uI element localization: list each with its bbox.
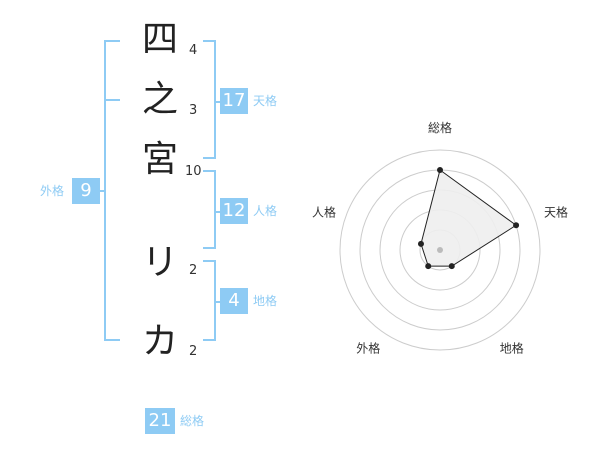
radar-axis-label-2: 天格 [544, 204, 568, 219]
gaikaku-connector [98, 190, 106, 192]
tenkaku-bracket [203, 40, 216, 159]
chikaku-label: 地格 [253, 294, 278, 308]
radar-point-4 [425, 263, 432, 270]
radar-point-2 [513, 222, 520, 229]
radar-point-1 [437, 167, 443, 173]
radar-axis-label-3: 地格 [500, 341, 524, 356]
jinkaku-connector [214, 211, 222, 213]
stroke-count-1: 4 [189, 43, 198, 58]
radar-axis-label-5: 人格 [312, 204, 336, 219]
radar-center-dot [437, 247, 443, 253]
tenkaku-label: 天格 [253, 94, 278, 108]
name-char-5: カ [141, 321, 178, 362]
radar-series-area [420, 169, 517, 267]
radar-axis-label-1: 総格 [428, 120, 452, 135]
stroke-count-4: 2 [189, 263, 198, 278]
jinkaku-value: 12 [220, 198, 248, 224]
radar-ring-5 [339, 149, 541, 351]
chikaku-bracket [203, 260, 216, 341]
chikaku-connector [214, 301, 222, 303]
name-char-4: リ [141, 242, 178, 283]
gaikaku-label: 外格 [40, 184, 65, 198]
radar-point-3 [448, 263, 455, 270]
radar-axis-label-4: 外格 [356, 341, 380, 356]
tenkaku-connector [214, 101, 222, 103]
stroke-count-2: 3 [189, 103, 198, 118]
stroke-count-5: 2 [189, 344, 198, 359]
jinkaku-label: 人格 [253, 204, 278, 218]
soukaku-label: 総格 [180, 414, 205, 428]
name-char-2: 之 [141, 79, 178, 120]
radar-point-5 [417, 240, 424, 247]
gaikaku-value: 9 [72, 178, 100, 204]
gaikaku-bracket-mid [104, 99, 120, 101]
name-char-3: 宮 [141, 139, 178, 180]
stroke-count-3: 10 [185, 164, 202, 179]
jinkaku-bracket [203, 170, 216, 249]
chikaku-value: 4 [220, 288, 248, 314]
name-char-1: 四 [141, 19, 178, 60]
tenkaku-value: 17 [220, 88, 248, 114]
soukaku-value: 21 [145, 408, 175, 434]
